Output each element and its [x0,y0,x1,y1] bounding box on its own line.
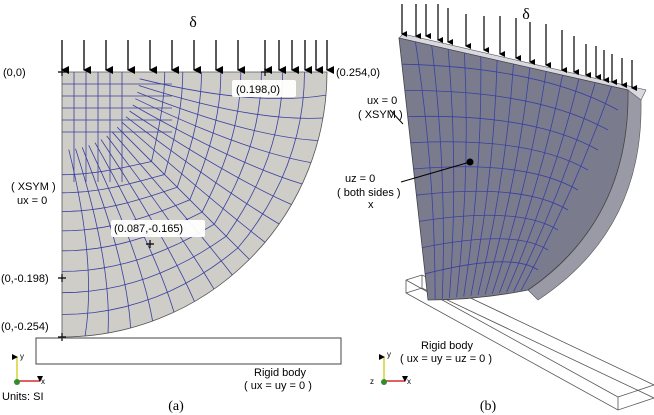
front-face-b [398,37,629,301]
mesh-line [404,89,609,131]
mesh-line [125,116,280,225]
bc-ux0-a: ux = 0 [17,195,47,207]
label-inner-top: (0.198,0) [236,84,280,96]
mesh-line [506,78,580,293]
axis-y-label-a: y [20,352,24,361]
mesh-line [425,261,539,275]
mesh-line [75,148,109,334]
bc-xsym-a: ( XSYM ) [11,181,56,193]
label-top-right: (0.254,0) [336,67,380,79]
axis-y-label-b: y [387,350,391,359]
mesh-line [499,75,563,294]
bc-x-b: x [368,199,374,211]
rigid-title-a: Rigid body [254,367,306,379]
bc-ux0-b: ux = 0 [367,95,397,107]
mesh-line [470,60,498,296]
mesh-line [415,41,436,300]
mesh-line [68,149,89,337]
mesh-line [121,121,266,243]
bc-uz0-b: uz = 0 [345,173,375,185]
units-label: Units: SI [2,391,44,403]
mesh-line [116,126,250,260]
leader-xsym [389,109,404,125]
axis-triad-b: y z x [370,350,411,386]
panel-a: δ (0,0) (0.254,0) (0.198,0) (0.087,-0.16… [1,14,380,414]
mesh-line [129,110,292,205]
mesh-line [407,115,599,151]
axis-z-label-b: z [370,377,374,386]
rigid-body-a [35,337,342,365]
mesh-line [111,131,233,276]
leader-dot [466,158,474,166]
mesh-line [410,141,589,171]
inner-mid-label-bg [111,220,205,237]
mesh-b [401,41,619,300]
inner-top-label-bg [232,80,296,97]
mesh-line [81,147,131,329]
bc-both-b: ( both sides ) [337,187,401,199]
mesh-line [431,45,444,299]
mesh-line [484,67,531,295]
mesh-line [132,104,303,185]
axis-x-label-a: x [41,377,45,386]
rigid-bc-a: ( ux = uy = 0 ) [244,380,312,392]
leader-uz0 [400,161,471,183]
mesh-line [456,52,467,298]
mesh-line [88,145,153,322]
load-arrows-b [401,4,637,91]
mesh-line [138,85,324,119]
label-left-mid: (0,-0.198) [1,273,49,285]
axis-x-label-b: x [407,377,411,386]
caption-a: (a) [168,399,184,414]
mesh-line [491,71,547,294]
mesh-line [520,86,612,291]
mesh-line [94,142,175,313]
mesh-line [447,49,455,298]
delta-label-b: δ [522,6,530,23]
rigid-body-b [405,274,654,411]
mesh-line [419,214,559,231]
mesh-line [477,63,514,296]
delta-label-a: δ [189,14,197,31]
load-arrows-a [61,40,334,74]
mesh-line [137,91,319,141]
mesh-line [135,98,312,163]
label-origin: (0,0) [3,67,26,79]
mesh-line [413,166,579,191]
axis-triad-a: y x [12,352,45,386]
caption-b: (b) [480,399,497,414]
point-markers-a [58,68,269,341]
rigid-bc-b: ( ux = uy = uz = 0 ) [400,353,492,365]
rigid-title-b: Rigid body [421,340,473,352]
mesh-line [463,56,482,297]
mesh-line [416,190,569,211]
bc-xsym-b: ( XSYM ) [358,109,403,121]
panel-b: δ ux = 0 ( XSYM ) uz = 0 ( both sides ) … [337,4,654,414]
label-inner-mid: (0.087,-0.165) [114,223,183,235]
mesh-line [513,82,596,292]
mesh-line [401,63,619,111]
label-bottom: (0,-0.254) [1,321,49,333]
